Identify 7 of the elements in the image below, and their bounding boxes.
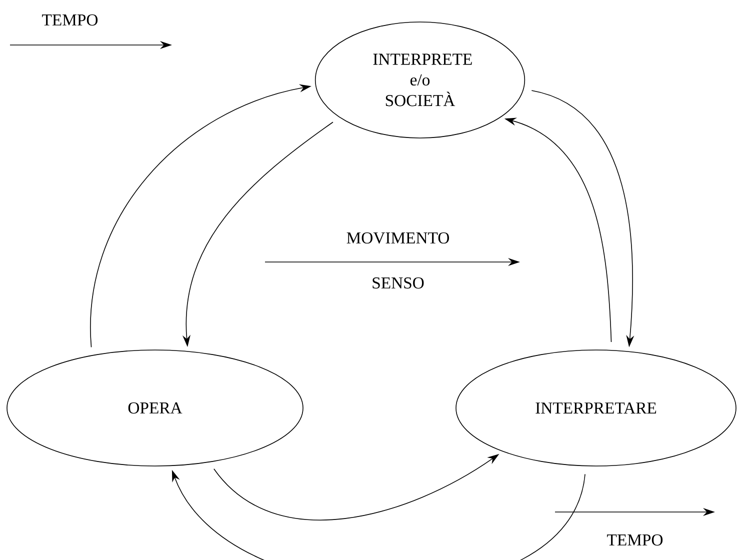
text-label: MOVIMENTO [346,232,449,244]
ellipse-node: OPERA [6,350,304,466]
text-label: TEMPO [607,534,663,546]
ellipse-node: INTERPRETARE [456,350,736,466]
text-label: SENSO [372,277,424,289]
text-label: TEMPO [42,14,98,26]
ellipse-node: INTERPRETE e/o SOCIETÀ [314,22,526,138]
